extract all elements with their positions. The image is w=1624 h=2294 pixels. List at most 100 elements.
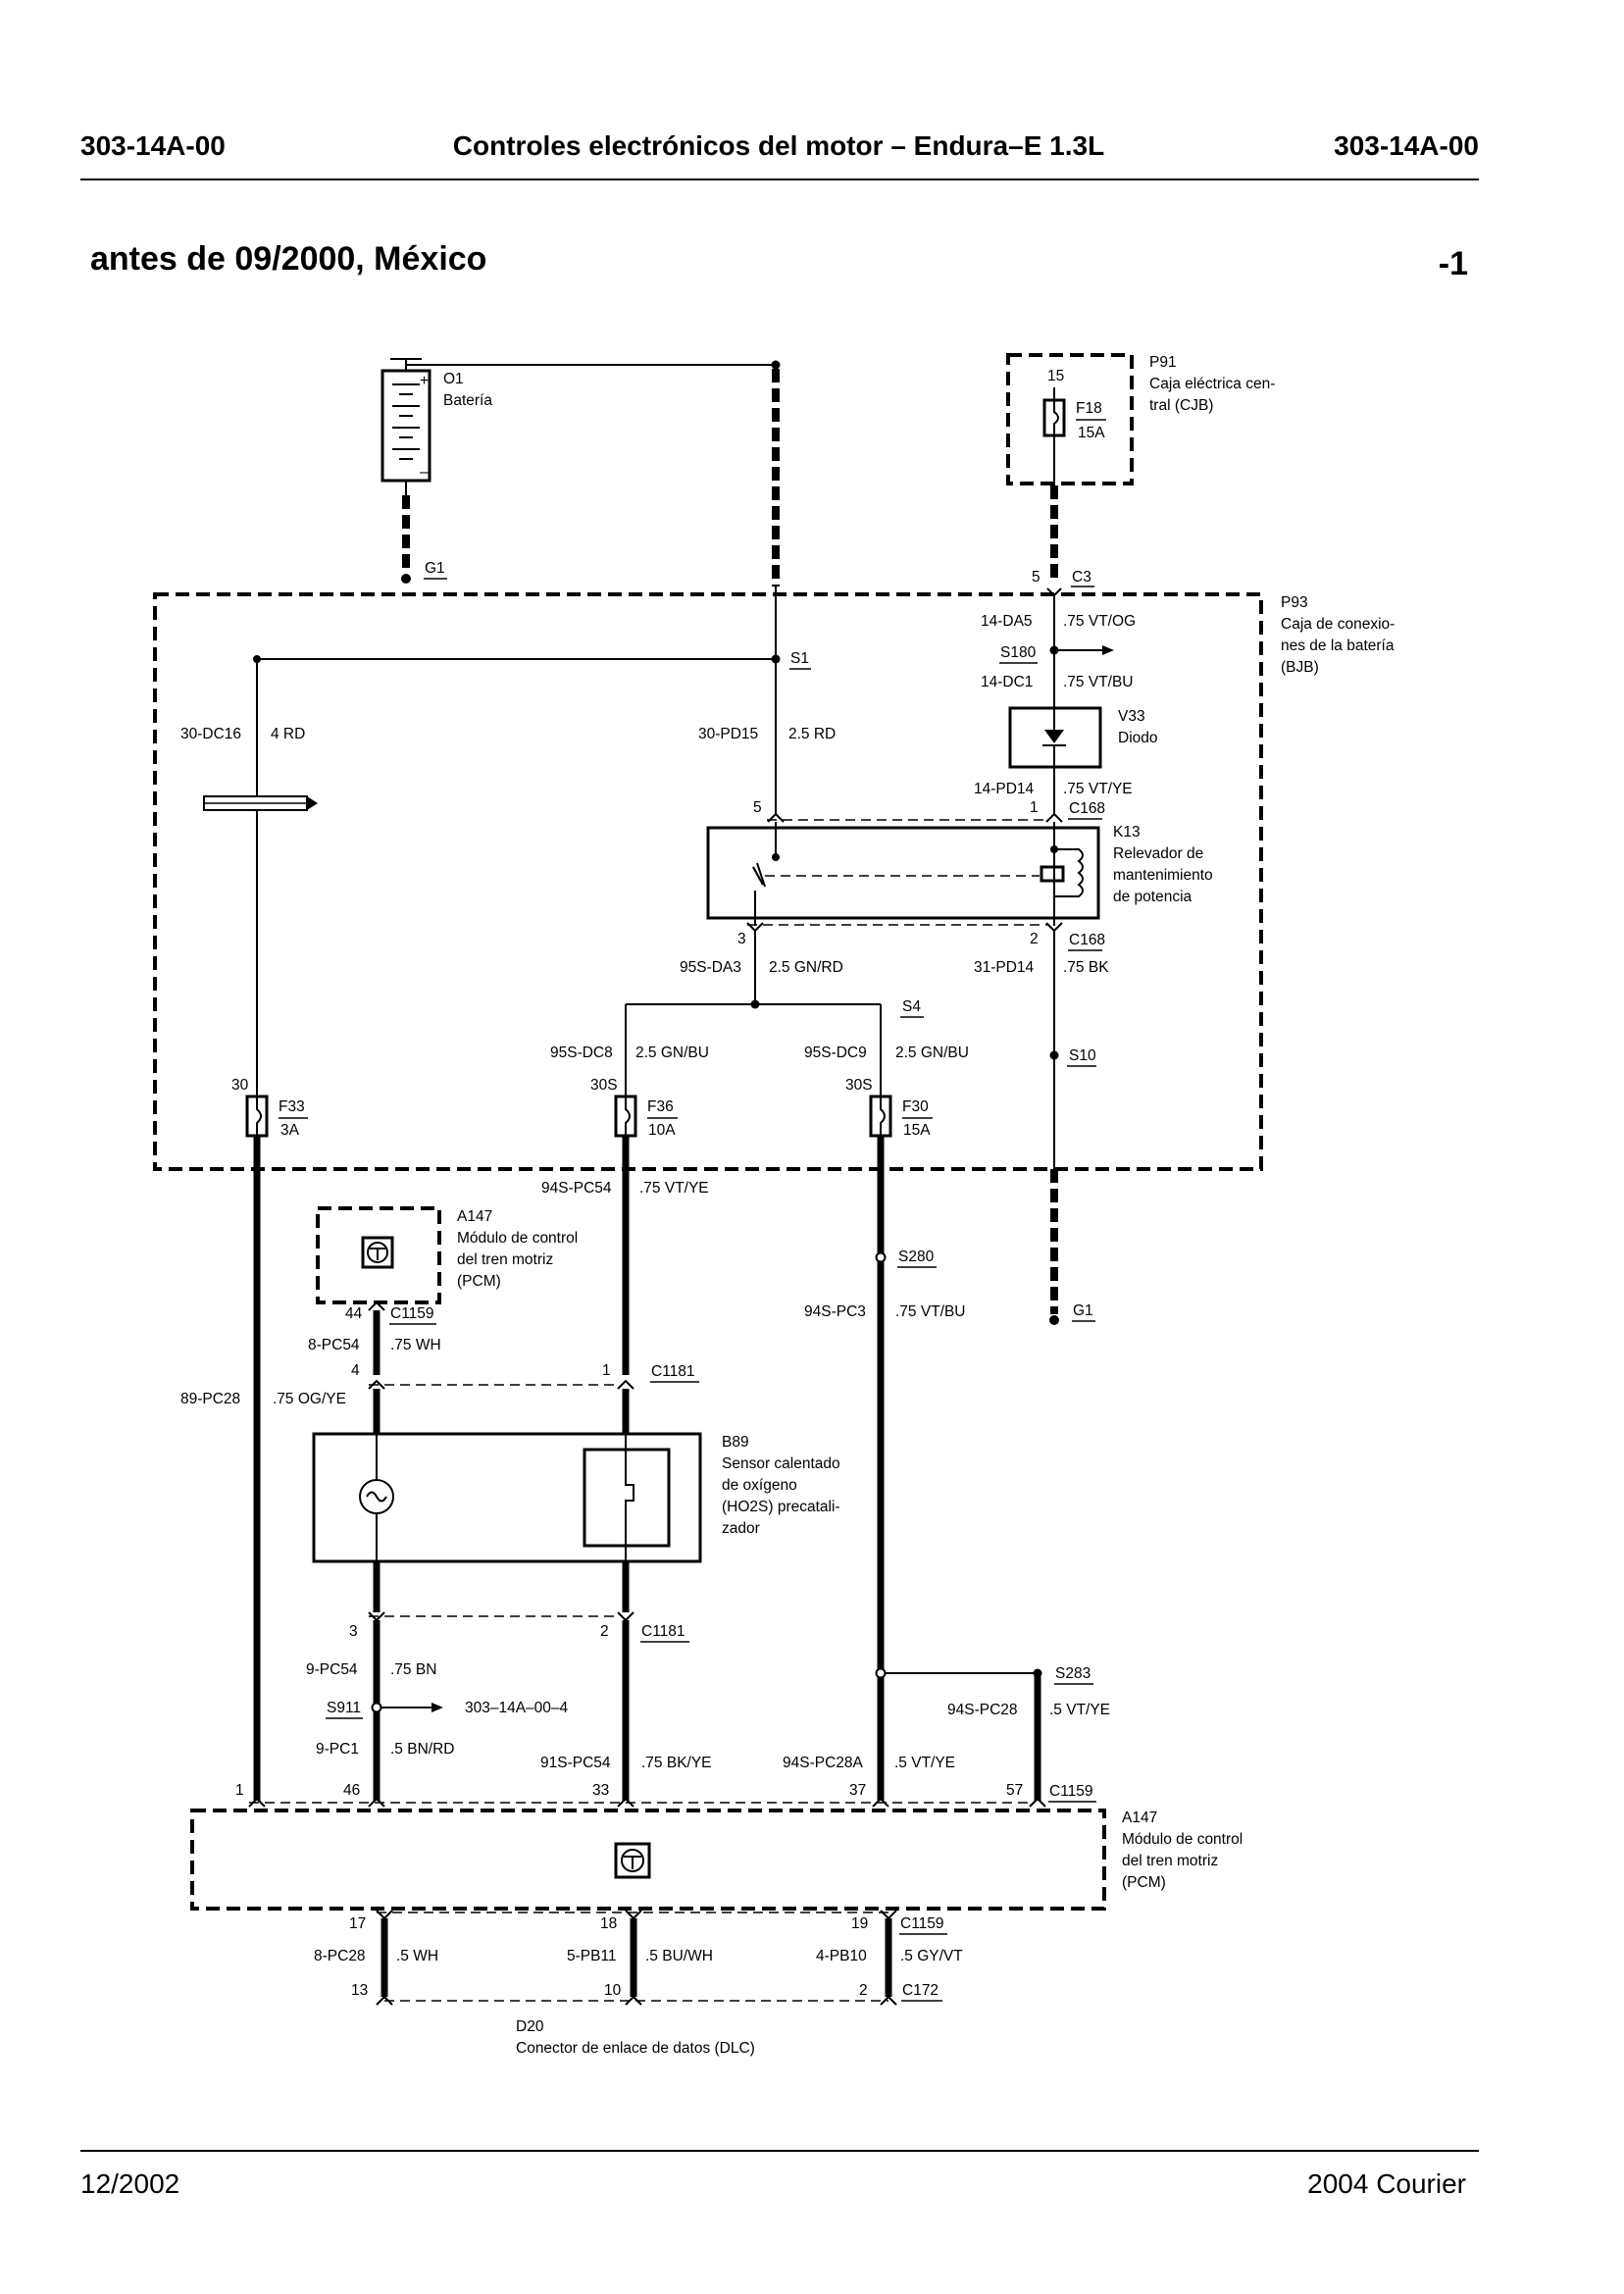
sensor-b89-name-4: zador [722, 1520, 760, 1537]
relay-k13-name-2: mantenimiento [1113, 867, 1213, 884]
sensor-b89-name-2: de oxígeno [722, 1477, 797, 1494]
c172-mark-10 [625, 1995, 642, 2006]
pd14-bottom-code: 31-PD14 [974, 959, 1035, 976]
header-title: Controles electrónicos del motor – Endur… [453, 130, 1104, 161]
dc9-code: 95S-DC9 [804, 1045, 867, 1061]
pcm-bottom-box [190, 1809, 1106, 1911]
pc28-8-code: 8-PC28 [314, 1948, 366, 1964]
pcm-top-icon [367, 1242, 388, 1263]
sensor-pin-1: 1 [602, 1362, 611, 1379]
c1159-bottom: C1159 [900, 1915, 944, 1932]
footer-date: 12/2002 [80, 2168, 179, 2199]
relay-pin-5: 5 [753, 799, 762, 816]
pc54-8-code: 8-PC54 [308, 1337, 360, 1353]
battery-symbol: + – [381, 358, 431, 483]
c168-top-mark-1 [1045, 812, 1063, 823]
c1181-top-mark-1 [617, 1379, 634, 1390]
c1159-top: C1159 [390, 1305, 434, 1322]
relay-k13-name-3: de potencia [1113, 889, 1193, 905]
cjb-box [1006, 353, 1134, 485]
cjb-id: P91 [1149, 354, 1177, 371]
c1159-mid-mark-1 [248, 1797, 266, 1808]
pcm-pin-1: 1 [235, 1782, 244, 1799]
splice-s283: S283 [1055, 1665, 1091, 1682]
sensor-b89-name-1: Sensor calentado [722, 1455, 840, 1472]
dc9-spec: 2.5 GN/BU [895, 1045, 969, 1061]
pcm-top-id: A147 [457, 1208, 492, 1225]
fuse-f36-id: F36 [647, 1098, 674, 1115]
c1159-mid-mark-37 [872, 1797, 889, 1808]
pcm-bottom-icon-frame [614, 1842, 651, 1879]
splice-s911-dot [371, 1702, 382, 1713]
relay-switch-contact [772, 853, 780, 861]
c1159-mid-mark-46 [368, 1797, 385, 1808]
pb11-code: 5-PB11 [567, 1948, 617, 1964]
pc28a-spec: .5 VT/YE [894, 1755, 955, 1771]
fuse-f30-id: F30 [902, 1098, 929, 1115]
diode-v33-name: Diodo [1118, 730, 1158, 746]
pcm-top-name-1: Módulo de control [457, 1230, 578, 1247]
diode-v33-symbol [1044, 730, 1064, 743]
ground-g1-right: G1 [1073, 1302, 1093, 1319]
pb10-spec: .5 GY/VT [900, 1948, 963, 1964]
splice-s4: S4 [902, 998, 921, 1015]
relay-k13-id: K13 [1113, 824, 1141, 841]
bjb-id: P93 [1281, 594, 1308, 611]
s911-arrow [431, 1703, 443, 1712]
c1159-mid: C1159 [1049, 1783, 1093, 1800]
pc54-91-code: 91S-PC54 [540, 1755, 611, 1771]
pcm-bottom-name-3: (PCM) [1122, 1874, 1166, 1891]
dc8-spec: 2.5 GN/BU [635, 1045, 709, 1061]
header-code-left: 303-14A-00 [80, 130, 226, 161]
fuse-f18-rating: 15A [1078, 425, 1105, 441]
splice-s1: S1 [790, 650, 809, 667]
sensor-pin-3: 3 [349, 1623, 358, 1640]
pc54-91-spec: .75 BK/YE [641, 1755, 712, 1771]
c1181-top-mark-4 [368, 1379, 385, 1390]
battery-name: Batería [443, 392, 492, 409]
battery-id: O1 [443, 371, 464, 387]
dlc-name: Conector de enlace de datos (DLC) [516, 2040, 755, 2057]
c172-mark-2 [880, 1995, 897, 2006]
pcm-pin-18: 18 [600, 1915, 617, 1932]
fuse-f33-element [256, 1096, 262, 1136]
relay-pin-2: 2 [1030, 931, 1039, 947]
cjb-pin: 15 [1047, 368, 1064, 384]
page-suffix: -1 [1439, 245, 1468, 282]
splice-s10-dot [1049, 1050, 1059, 1060]
sensor-b89-box [312, 1432, 702, 1563]
fuse-f30-rating: 15A [903, 1122, 931, 1139]
c1181-top: C1181 [651, 1363, 695, 1380]
dlc-pin-2: 2 [859, 1982, 868, 1999]
pc28-94-spec: .5 VT/YE [1049, 1702, 1110, 1718]
fuse-f36-rating: 10A [648, 1122, 676, 1139]
relay-switch-blade [756, 862, 766, 888]
dc1-spec: .75 VT/BU [1063, 674, 1134, 690]
pc54-8-spec: .75 WH [390, 1337, 441, 1353]
pcm-top-box [316, 1206, 441, 1304]
relay-coil-core [1040, 865, 1065, 883]
pd15-code: 30-PD15 [698, 726, 758, 742]
ground-g1-right-dot [1049, 1315, 1059, 1325]
pcm-top-name-3: (PCM) [457, 1273, 501, 1290]
dlc-pin-13: 13 [351, 1982, 368, 1999]
fuse-f18-id: F18 [1076, 400, 1102, 417]
fuse-f18-element [1053, 400, 1059, 435]
splice-s10: S10 [1069, 1047, 1096, 1064]
s180-arrow [1102, 645, 1114, 655]
sensor-pin-4: 4 [351, 1362, 360, 1379]
pcm-pin-19: 19 [851, 1915, 868, 1932]
c3-label: C3 [1072, 569, 1091, 586]
da3-code: 95S-DA3 [680, 959, 741, 976]
dc8-code: 95S-DC8 [550, 1045, 613, 1061]
pd14-bottom-spec: .75 BK [1063, 959, 1109, 976]
pcm-bottom-name-1: Módulo de control [1122, 1831, 1243, 1848]
pc1-spec: .5 BN/RD [390, 1741, 454, 1758]
pb11-spec: .5 BU/WH [645, 1948, 713, 1964]
da3-spec: 2.5 GN/RD [769, 959, 843, 976]
pc54-94-code: 94S-PC54 [541, 1180, 612, 1197]
pcm-pin-46: 46 [343, 1782, 360, 1799]
bjb-box [153, 592, 1263, 1171]
s911-reference: 303–14A–00–4 [465, 1700, 569, 1716]
